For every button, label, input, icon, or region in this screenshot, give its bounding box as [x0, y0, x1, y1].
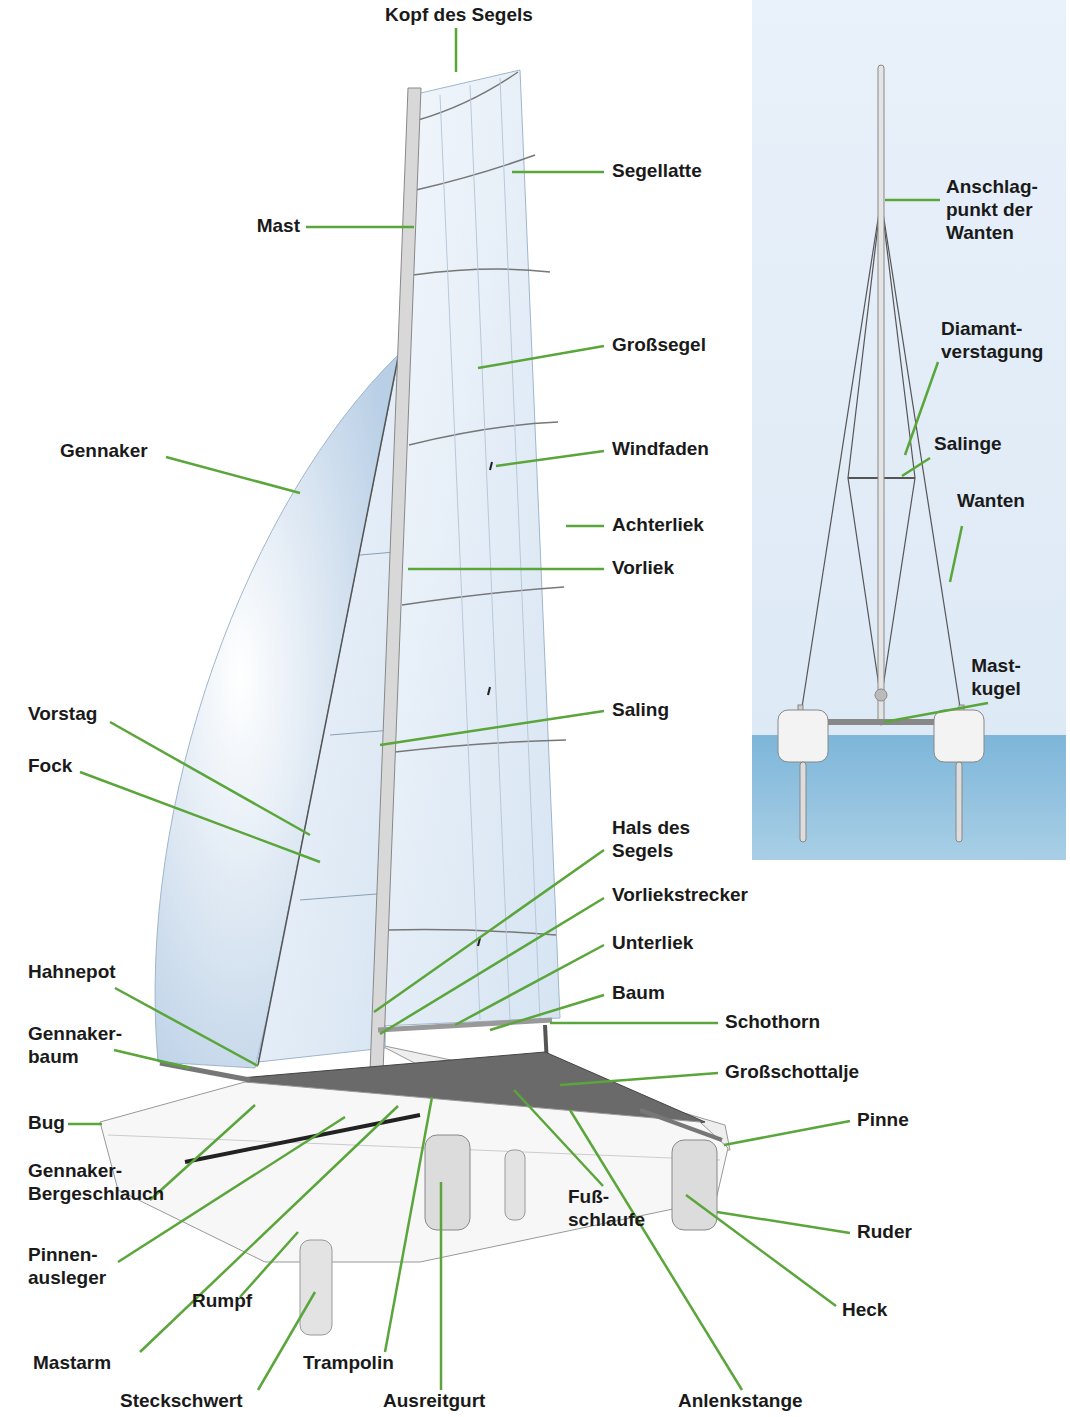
part-label: Pinne: [857, 1109, 909, 1132]
part-label: Mast- kugel: [960, 655, 1032, 701]
part-label: Ausreitgurt: [383, 1390, 485, 1413]
leader-lines: [68, 28, 988, 1390]
part-label: Unterliek: [612, 932, 693, 955]
part-label: Windfaden: [612, 438, 709, 461]
part-label: Steckschwert: [120, 1390, 243, 1413]
part-label: Kopf des Segels: [385, 4, 533, 27]
part-label: Mast: [220, 215, 300, 238]
part-label: Schothorn: [725, 1011, 820, 1034]
part-label: Bug: [28, 1112, 65, 1135]
part-label: Diamant- verstagung: [941, 318, 1066, 364]
part-label: Hals des Segels: [612, 817, 722, 863]
part-label: Vorstag: [28, 703, 97, 726]
part-label: Vorliekstrecker: [612, 884, 748, 907]
part-label: Rumpf: [192, 1290, 252, 1313]
part-label: Vorliek: [612, 557, 674, 580]
part-label: Achterliek: [612, 514, 704, 537]
part-label: Segellatte: [612, 160, 702, 183]
part-label: Fock: [28, 755, 72, 778]
part-label: Mastarm: [33, 1352, 111, 1375]
part-label: Gennaker- baum: [28, 1023, 138, 1069]
part-label: Wanten: [957, 490, 1025, 513]
part-label: Großsegel: [612, 334, 706, 357]
part-label: Baum: [612, 982, 665, 1005]
part-label: Trampolin: [303, 1352, 394, 1375]
part-label: Gennaker- Bergeschlauch: [28, 1160, 188, 1206]
rig-front-view: [752, 0, 1066, 860]
part-label: Saling: [612, 699, 669, 722]
part-label: Fuß- schlaufe: [568, 1186, 648, 1232]
part-label: Salinge: [934, 433, 1002, 456]
part-label: Gennaker: [60, 440, 148, 463]
part-label: Pinnen- ausleger: [28, 1244, 128, 1290]
part-label: Anlenkstange: [678, 1390, 803, 1413]
part-label: Großschottalje: [725, 1061, 859, 1084]
part-label: Anschlag- punkt der Wanten: [946, 176, 1051, 244]
part-label: Hahnepot: [28, 961, 116, 984]
part-label: Ruder: [857, 1221, 912, 1244]
part-label: Heck: [842, 1299, 887, 1322]
